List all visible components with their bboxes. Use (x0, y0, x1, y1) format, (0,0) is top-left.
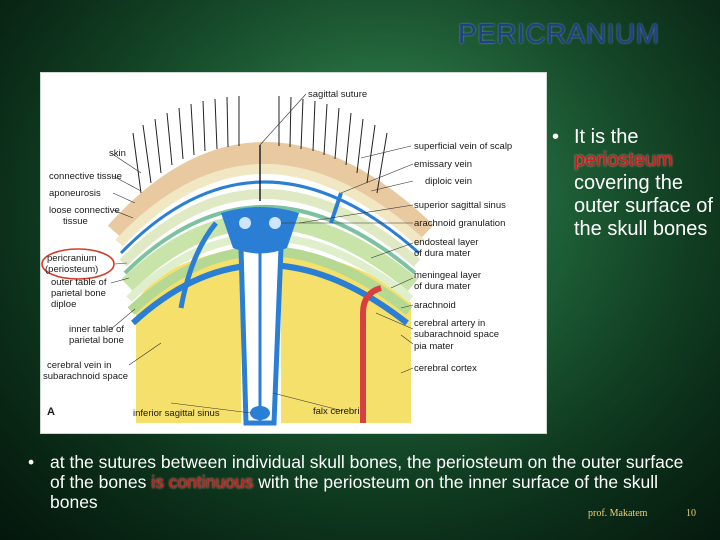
scalp-meninges-figure: sagittal suture skin connective tissue a… (40, 72, 547, 434)
page-number: 10 (686, 508, 696, 519)
bullet-text: at the sutures between individual skull … (50, 452, 688, 512)
label-pia-mater: pia mater (414, 341, 454, 352)
panel-letter: A (47, 406, 55, 418)
label-cerebral-artery-2: subarachnoid space (414, 329, 499, 340)
label-cerebral-cortex: cerebral cortex (414, 363, 477, 374)
label-pericranium-2: (periosteum) (45, 264, 98, 275)
label-cerebral-artery-1: cerebral artery in (414, 318, 485, 329)
label-meningeal-1: meningeal layer (414, 270, 481, 281)
author-footer: prof. Makatem (588, 508, 647, 519)
label-superior-sagittal-sinus: superior sagittal sinus (414, 200, 506, 211)
label-skin: skin (109, 148, 126, 159)
label-arachnoid: arachnoid (414, 300, 456, 311)
label-sagittal-suture: sagittal suture (308, 89, 367, 100)
label-outer-table-3: diploe (51, 299, 76, 310)
bullet-dot: • (28, 452, 34, 472)
label-loose-connective-1: loose connective (49, 205, 120, 216)
bullet-highlight: is continuous (151, 472, 253, 492)
label-cerebral-vein-2: subarachnoid space (43, 371, 128, 382)
label-meningeal-2: of dura mater (414, 281, 471, 292)
bullet-text-pre: It is the (574, 126, 638, 148)
bullet-highlight: periosteum (574, 149, 673, 171)
bullet-text-post: covering the outer surface of the skull … (574, 172, 713, 240)
bullet-dot: • (552, 126, 559, 149)
label-aponeurosis: aponeurosis (49, 188, 101, 199)
bullet-sutures-continuity: • at the sutures between individual skul… (28, 452, 688, 512)
label-inferior-sagittal-sinus: inferior sagittal sinus (133, 408, 220, 419)
label-cerebral-vein-1: cerebral vein in (47, 360, 111, 371)
label-outer-table-1: outer table of (51, 277, 107, 288)
superior-sagittal-sinus-shape (221, 207, 299, 254)
label-connective-tissue: connective tissue (49, 171, 122, 182)
label-superficial-vein: superficial vein of scalp (414, 141, 512, 152)
bullet-periosteum-definition: • It is the periosteum covering the oute… (552, 126, 720, 241)
label-falx-cerebri: falx cerebri (313, 406, 359, 417)
label-loose-connective-2: tissue (63, 216, 88, 227)
label-endosteal-1: endosteal layer (414, 237, 478, 248)
inferior-sagittal-sinus-shape (250, 406, 270, 420)
label-pericranium-1: pericranium (47, 253, 97, 264)
slide-title: PERICRANIUM (458, 18, 698, 50)
label-inner-table-1: inner table of (69, 324, 124, 335)
granulation-right (269, 217, 281, 229)
anatomy-diagram: sagittal suture skin connective tissue a… (41, 73, 546, 433)
label-endosteal-2: of dura mater (414, 248, 471, 259)
granulation-left (239, 217, 251, 229)
label-emissary-vein: emissary vein (414, 159, 472, 170)
label-arachnoid-granulation: arachnoid granulation (414, 218, 505, 229)
label-inner-table-2: parietal bone (69, 335, 124, 346)
label-outer-table-2: parietal bone (51, 288, 106, 299)
label-diploic-vein: diploic vein (425, 176, 472, 187)
bullet-text: It is the periosteum covering the outer … (574, 126, 720, 241)
